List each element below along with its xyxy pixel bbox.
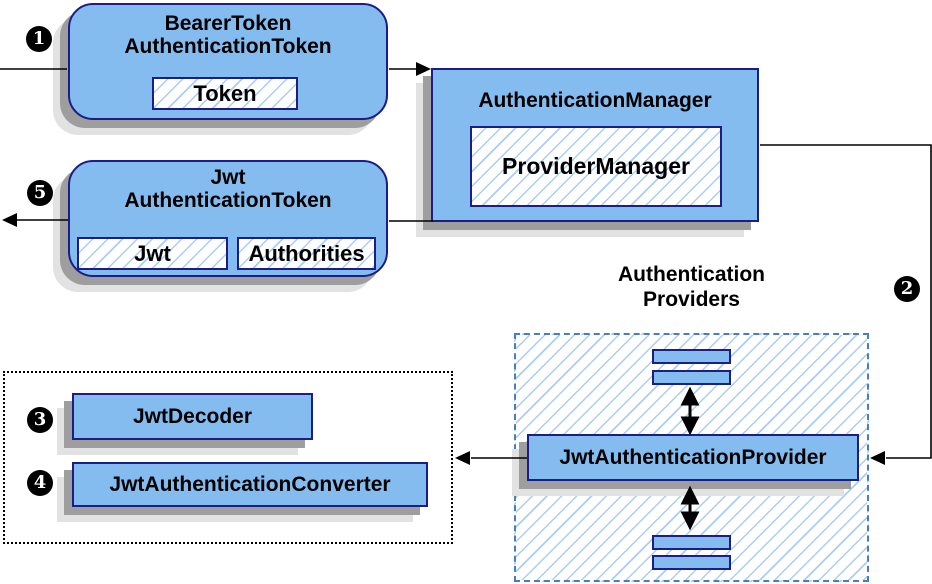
step-4-badge: 4 [27, 470, 53, 496]
jwt-decoder-node: JwtDecoder [72, 393, 313, 440]
bearer-token-authentication-token-node: BearerToken AuthenticationToken Token [68, 3, 388, 120]
step-1-badge: 1 [26, 26, 52, 52]
authentication-providers-title-line2: Providers [643, 288, 740, 311]
token-field-box: Token [152, 77, 298, 110]
jwt-authentication-provider-label: JwtAuthenticationProvider [559, 445, 827, 469]
authentication-providers-group: JwtAuthenticationProvider [514, 333, 869, 582]
authentication-manager-title: AuthenticationManager [478, 89, 712, 112]
jwt-authentication-provider-node: JwtAuthenticationProvider [527, 434, 859, 481]
step-3-badge: 3 [27, 407, 53, 433]
token-field-label: Token [193, 80, 257, 106]
jwt-token-title-line2: AuthenticationToken [124, 189, 332, 212]
bearer-token-title-line1: BearerToken [164, 12, 292, 35]
provider-manager-box: ProviderManager [470, 126, 722, 207]
authentication-providers-title-line1: Authentication [618, 263, 765, 286]
jwt-field-box: Jwt [77, 237, 228, 270]
authorities-field-label: Authorities [248, 240, 365, 266]
arrowhead-outgoing-left [2, 213, 17, 227]
arrowhead-into-converter-group [455, 451, 470, 465]
provider-placeholder-bar [652, 535, 731, 550]
bearer-token-title-line2: AuthenticationToken [124, 35, 332, 58]
jwt-token-node-title: Jwt AuthenticationToken [70, 166, 386, 212]
jwt-converter-group: JwtDecoder JwtAuthenticationConverter [3, 371, 453, 544]
jwt-authentication-converter-label: JwtAuthenticationConverter [109, 472, 391, 496]
jwt-field-label: Jwt [134, 240, 171, 266]
provider-placeholder-bar [652, 555, 731, 570]
bearer-token-node-title: BearerToken AuthenticationToken [70, 12, 386, 58]
jwt-token-title-line1: Jwt [210, 166, 246, 189]
arrowhead-into-manager [416, 62, 431, 76]
jwt-decoder-label: JwtDecoder [132, 404, 253, 428]
authentication-manager-node: AuthenticationManager ProviderManager [431, 68, 759, 222]
authentication-providers-title: Authentication Providers [514, 262, 869, 312]
jwt-authentication-converter-node: JwtAuthenticationConverter [72, 462, 428, 507]
provider-placeholder-bar [652, 349, 731, 364]
arrowhead-into-provider [870, 451, 885, 465]
provider-placeholder-bar [652, 370, 731, 385]
jwt-authentication-token-node: Jwt AuthenticationToken Jwt Authorities [68, 160, 388, 277]
provider-manager-label: ProviderManager [502, 153, 690, 179]
authorities-field-box: Authorities [237, 237, 376, 270]
step-5-badge: 5 [27, 180, 53, 206]
step-2-badge: 2 [894, 276, 920, 302]
